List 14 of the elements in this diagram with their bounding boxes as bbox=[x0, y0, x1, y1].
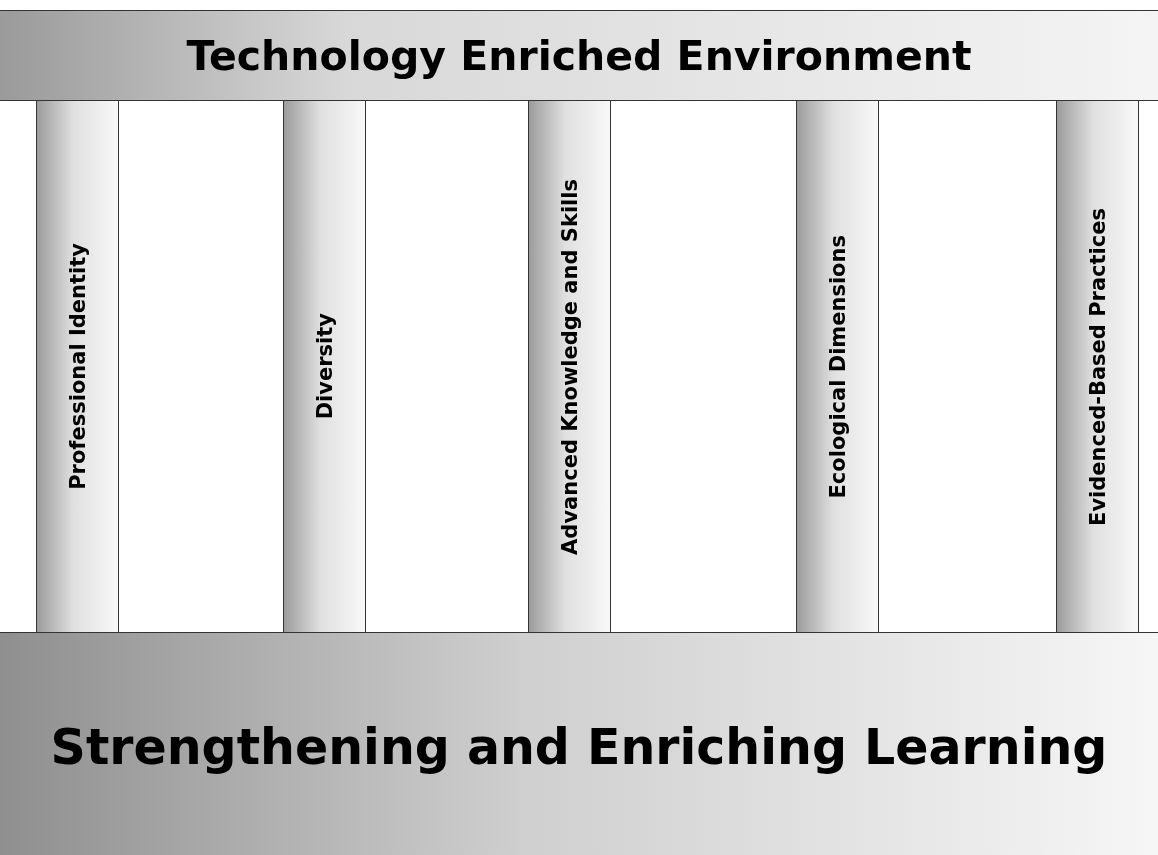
pillar bbox=[283, 100, 366, 633]
pillar bbox=[528, 100, 611, 633]
pillar bbox=[1056, 100, 1139, 633]
pillar bbox=[796, 100, 879, 633]
pillar-label: Diversity bbox=[312, 313, 337, 420]
pillar-label: Evidenced-Based Practices bbox=[1085, 207, 1110, 526]
title-text: Technology Enriched Environment bbox=[186, 31, 972, 80]
roof-banner bbox=[0, 10, 1158, 101]
pillar bbox=[36, 100, 119, 633]
base-banner bbox=[0, 632, 1158, 855]
pillar-label: Ecological Dimensions bbox=[825, 234, 850, 499]
pillar-label: Professional Identity bbox=[65, 243, 90, 490]
pillar-label: Advanced Knowledge and Skills bbox=[557, 178, 582, 555]
base-text: Strengthening and Enriching Learning bbox=[50, 718, 1108, 776]
